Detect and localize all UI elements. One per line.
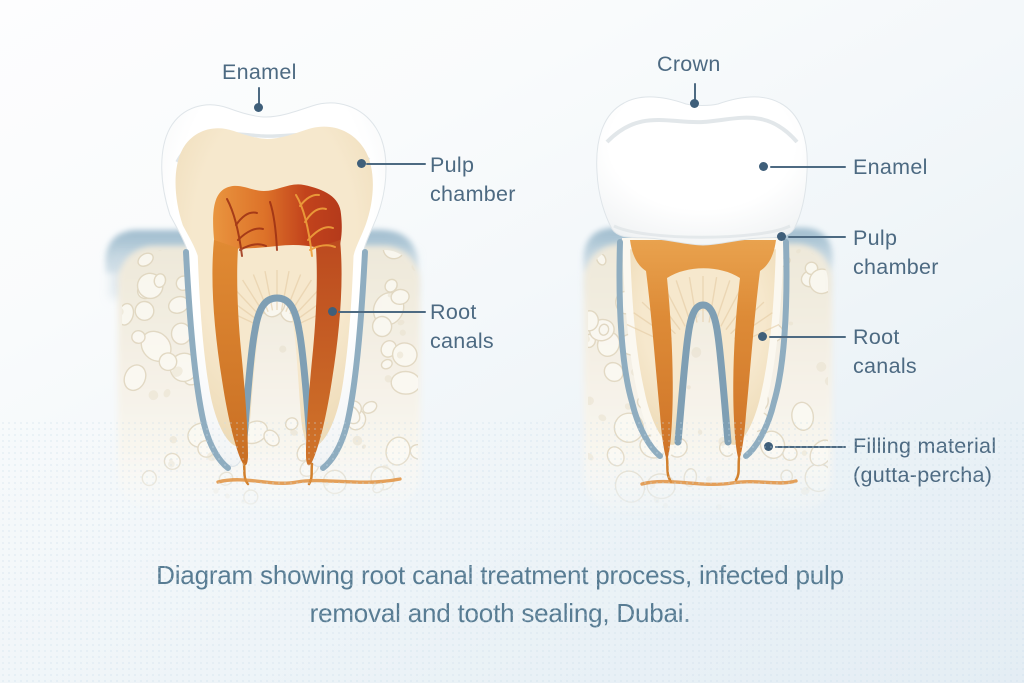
label-left-root-canals: Root canals	[430, 300, 494, 353]
label-right-pulp-chamber: Pulp chamber	[853, 226, 939, 279]
label-right-crown: Crown	[657, 52, 721, 76]
periodontal-lining-right	[616, 239, 790, 459]
leader-dot-right-crown	[690, 99, 699, 108]
leader-line-left-root-canals	[338, 311, 426, 313]
leader-line-right-enamel	[770, 166, 846, 168]
crown-occlusal-line	[605, 115, 799, 144]
right-tooth-treated	[583, 96, 833, 514]
crown-cap-right	[596, 96, 808, 246]
crown-bottom-shadow	[613, 224, 791, 239]
pulp-vessels-bright	[295, 193, 336, 257]
root-canal-right-infected	[306, 240, 342, 466]
gutta-percha-filling	[630, 240, 776, 460]
root-canal-left-infected	[212, 240, 248, 466]
caption-line-1: Diagram showing root canal treatment pro…	[156, 560, 844, 590]
label-right-filling-material: Filling material (gutta-percha)	[853, 434, 997, 487]
leader-dot-left-pulp-chamber	[357, 159, 366, 168]
leader-dot-right-root-canals	[758, 332, 767, 341]
caption-line-2: removal and tooth sealing, Dubai.	[309, 598, 691, 628]
leader-dot-left-root-canals	[328, 307, 337, 316]
leader-dot-right-filling-material	[764, 442, 773, 451]
label-right-enamel: Enamel	[853, 155, 928, 179]
leader-dot-left-enamel	[254, 103, 263, 112]
pulp-vessels-dark	[226, 198, 278, 257]
periodontal-lining-left	[183, 249, 368, 471]
label-left-enamel: Enamel	[222, 60, 297, 84]
nerve-baseline-left	[216, 477, 402, 485]
leader-line-right-pulp-chamber	[788, 236, 846, 238]
label-left-pulp-chamber: Pulp chamber	[430, 153, 516, 206]
leader-dot-right-enamel	[759, 162, 768, 171]
apex-filling-right	[665, 456, 741, 484]
leader-line-right-root-canals	[769, 336, 846, 338]
leader-dot-right-pulp-chamber	[777, 232, 786, 241]
leader-line-right-crown	[694, 83, 696, 101]
label-right-root-canals: Root canals	[853, 325, 917, 378]
nerve-baseline-right	[640, 479, 798, 487]
leader-line-left-enamel	[258, 87, 260, 105]
leader-line-right-filling-material	[775, 446, 846, 448]
leader-line-left-pulp-chamber	[366, 163, 426, 165]
caption: Diagram showing root canal treatment pro…	[0, 556, 1000, 632]
